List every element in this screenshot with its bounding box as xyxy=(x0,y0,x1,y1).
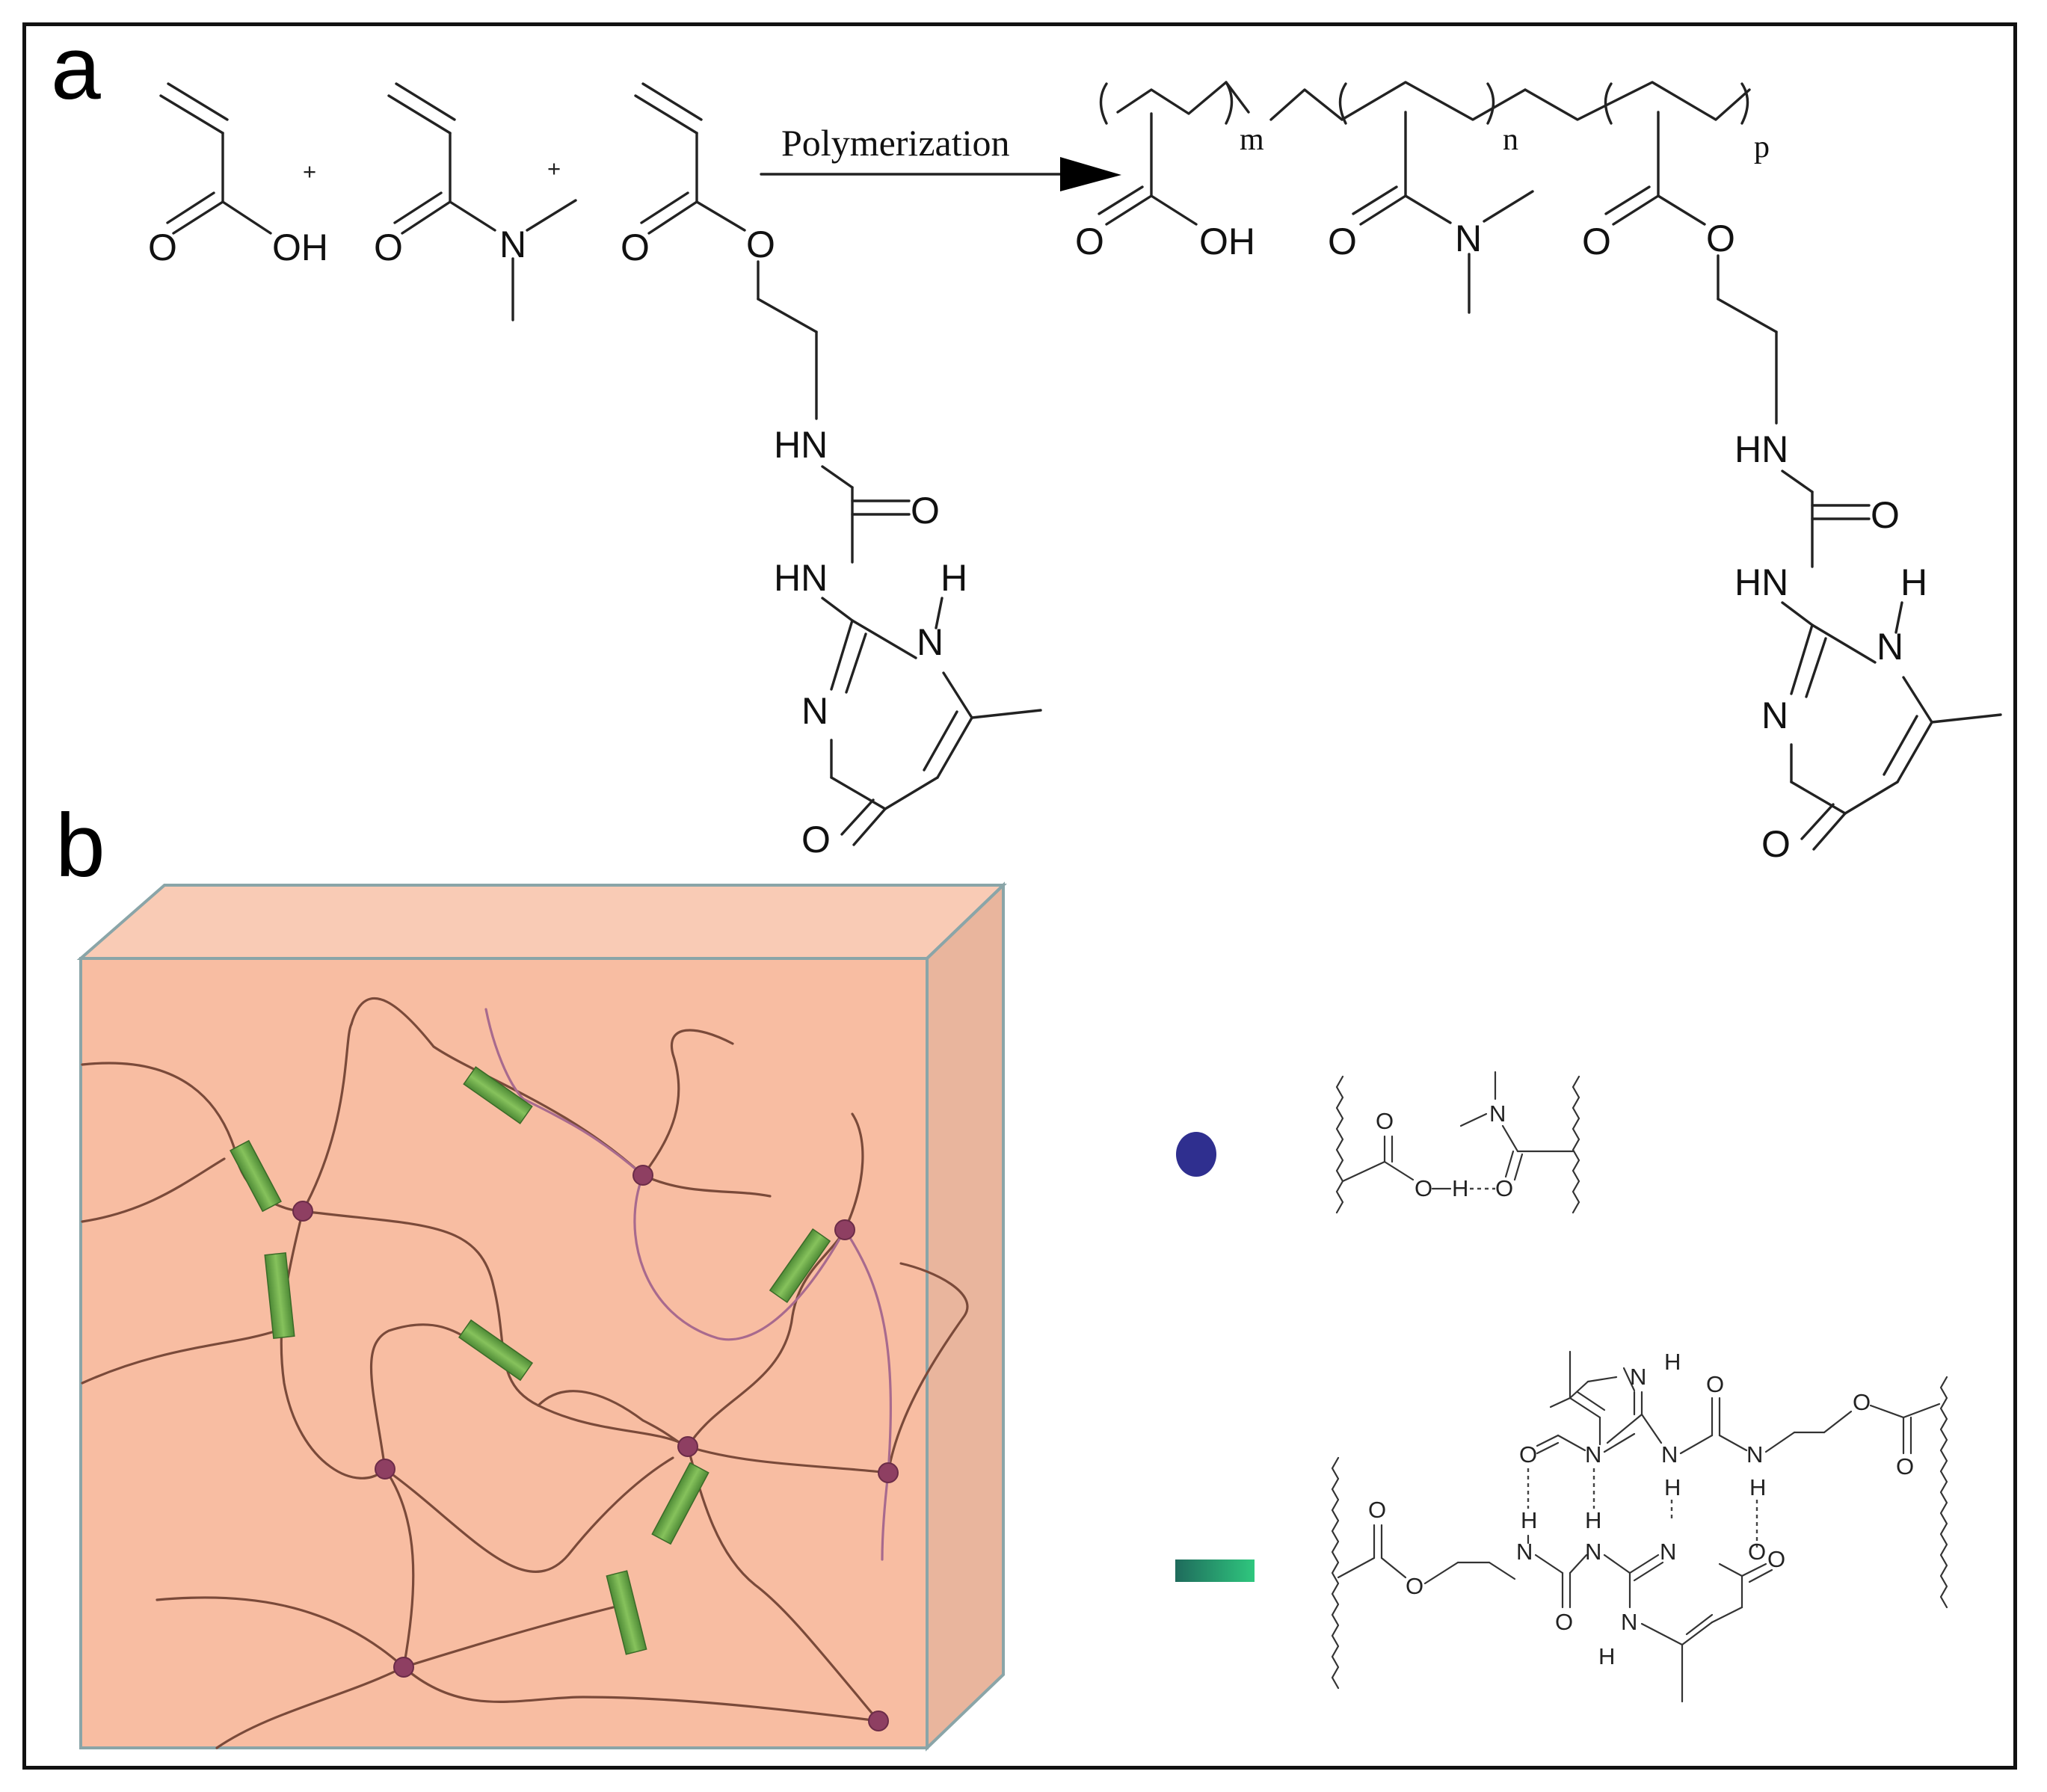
upy-dimer-segment xyxy=(264,1252,295,1339)
atom-label: O xyxy=(1519,1441,1537,1468)
hbond-node xyxy=(292,1201,313,1222)
atom-label: HN xyxy=(1734,428,1788,470)
atom-label: N xyxy=(917,621,944,663)
atom-label: N xyxy=(1516,1539,1533,1565)
hbond-node xyxy=(632,1165,653,1186)
atom-label: O xyxy=(1853,1389,1871,1415)
legend-structure-upy-dimer: N H O N N O N O O H H H H xyxy=(1331,1349,1948,1703)
monomer-acrylic-acid: O OH xyxy=(148,82,328,268)
atom-label: N xyxy=(1630,1364,1646,1390)
atom-label: H xyxy=(1664,1474,1681,1500)
plus-sign: + xyxy=(547,156,561,182)
atom-label: H xyxy=(1664,1349,1681,1375)
atom-label: N xyxy=(499,224,526,265)
atom-label: O xyxy=(621,227,650,268)
polymer-structure: m n p O OH O N O O HN xyxy=(1075,81,2002,865)
atom-label: H xyxy=(1598,1643,1615,1669)
hbond-node xyxy=(375,1459,395,1480)
reaction-arrow: Polymerization xyxy=(760,122,1121,191)
upy-dimer-segment xyxy=(651,1462,709,1545)
subscript-m: m xyxy=(1240,123,1264,157)
atom-label: O xyxy=(1495,1175,1513,1201)
hbond-node xyxy=(878,1462,899,1483)
upy-dimer-segment xyxy=(458,1319,534,1382)
panel-label-b: b xyxy=(55,795,105,896)
atom-label: N xyxy=(1489,1100,1506,1127)
hbond-node xyxy=(834,1219,855,1240)
upy-dimer-segment xyxy=(463,1066,533,1124)
atom-label: H xyxy=(941,557,967,599)
atom-label: HN xyxy=(774,424,828,466)
atom-label: H xyxy=(1452,1175,1468,1201)
atom-label: N xyxy=(1661,1441,1678,1468)
atom-label: O xyxy=(1706,1371,1724,1397)
arrow-label: Polymerization xyxy=(781,122,1010,164)
atom-label: N xyxy=(1761,695,1788,736)
atom-label: N xyxy=(1746,1441,1763,1468)
atom-label: O xyxy=(1761,823,1791,865)
atom-label: O xyxy=(1582,221,1611,262)
subscript-n: n xyxy=(1503,123,1518,157)
atom-label: N xyxy=(801,690,828,732)
atom-label: HN xyxy=(774,557,828,599)
atom-label: HN xyxy=(1734,561,1788,603)
atom-label: N xyxy=(1455,218,1482,259)
atom-label: N xyxy=(1877,626,1903,668)
atom-label: N xyxy=(1585,1539,1601,1565)
subscript-p: p xyxy=(1754,130,1770,164)
upy-dimer-segment xyxy=(230,1139,282,1213)
hbond-node xyxy=(393,1657,414,1678)
atom-label: O xyxy=(1896,1453,1914,1480)
atom-label: O xyxy=(374,227,403,268)
atom-label: O xyxy=(1767,1546,1785,1572)
monomer-upy-acrylate: O O HN O HN N H N O xyxy=(621,82,1042,860)
atom-label: O xyxy=(1376,1108,1394,1134)
atom-label: N xyxy=(1621,1609,1637,1635)
atom-label: O xyxy=(1415,1175,1432,1201)
hydrogel-network-box xyxy=(76,881,1007,1752)
atom-label: O xyxy=(1555,1609,1573,1635)
atom-label: O xyxy=(1406,1573,1423,1599)
atom-label: O xyxy=(1328,221,1357,262)
atom-label: O xyxy=(148,227,177,268)
atom-label: O xyxy=(1075,221,1104,262)
upy-dimer-segment xyxy=(769,1228,831,1304)
hbond-node xyxy=(677,1436,698,1457)
legend-upy-bar xyxy=(1175,1559,1255,1582)
upy-dimer-segment xyxy=(606,1570,647,1655)
atom-label: N xyxy=(1585,1441,1601,1468)
atom-label: O xyxy=(1871,494,1900,536)
atom-label: OH xyxy=(272,227,328,268)
atom-label: O xyxy=(801,819,831,860)
legend-hbond-circle xyxy=(1176,1132,1216,1177)
atom-label: H xyxy=(1749,1474,1766,1500)
monomer-dimethylacrylamide: O N xyxy=(374,82,577,321)
panel-label-a: a xyxy=(51,18,101,118)
atom-label: O xyxy=(1748,1539,1766,1565)
legend-structure-acid-amide-hbond: O O H O N xyxy=(1335,1071,1580,1214)
atom-label: O xyxy=(746,224,775,265)
hbond-node xyxy=(868,1711,889,1731)
atom-label: O xyxy=(1706,218,1735,259)
plus-sign: + xyxy=(303,158,316,185)
atom-label: H xyxy=(1521,1507,1537,1533)
atom-label: N xyxy=(1660,1539,1676,1565)
atom-label: H xyxy=(1585,1507,1601,1533)
atom-label: OH xyxy=(1199,221,1255,262)
atom-label: H xyxy=(1900,561,1927,603)
atom-label: O xyxy=(911,490,940,532)
atom-label: O xyxy=(1368,1497,1386,1523)
